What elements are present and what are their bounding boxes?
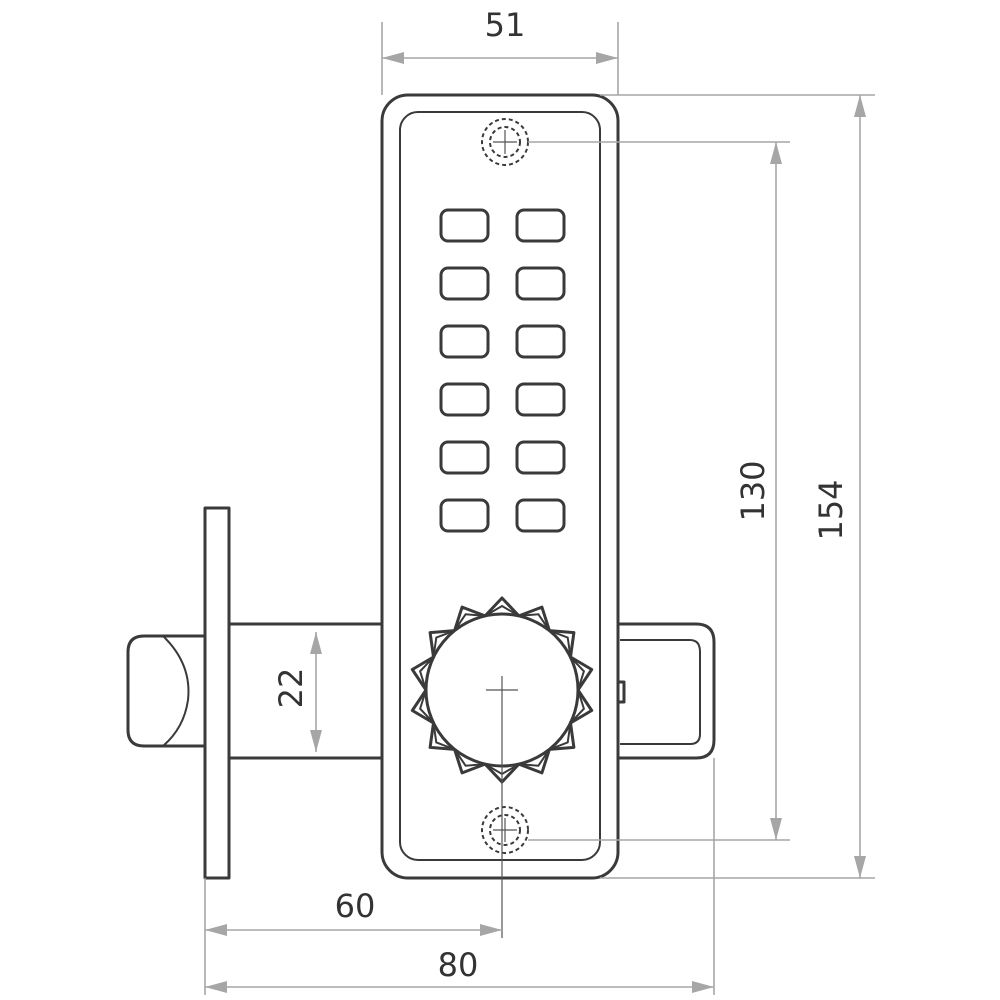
height-overall-label: 154	[812, 479, 850, 540]
latch-bolt-curve	[162, 635, 190, 747]
dimension-width: 51	[381, 6, 619, 95]
latch-tube	[226, 622, 386, 760]
keypad-button[interactable]	[439, 324, 490, 359]
keypad-button[interactable]	[439, 440, 490, 475]
keypad-button[interactable]	[515, 324, 566, 359]
keypad-button[interactable]	[515, 498, 566, 533]
bottom-screw-icon	[481, 806, 529, 854]
keypad-button[interactable]	[439, 382, 490, 417]
lock-body	[380, 93, 620, 938]
keypad-button[interactable]	[515, 382, 566, 417]
latch-bolt-tip	[126, 634, 207, 748]
latch-faceplate	[203, 506, 231, 880]
keypad-button[interactable]	[439, 208, 490, 243]
backset-label: 60	[335, 887, 376, 925]
latch-assembly	[126, 506, 716, 880]
latch-tail-inner	[620, 639, 701, 745]
keypad-button[interactable]	[439, 498, 490, 533]
dimension-bolt: 22	[272, 632, 322, 752]
dimension-backset: 60	[204, 878, 502, 995]
keypad-button[interactable]	[439, 266, 490, 301]
dimension-overall-length: 80	[205, 758, 715, 995]
dimension-height-overall: 154	[600, 94, 875, 879]
latch-tail	[610, 622, 716, 760]
keypad-button[interactable]	[515, 266, 566, 301]
bolt-label: 22	[272, 668, 310, 709]
keypad-button[interactable]	[515, 440, 566, 475]
keypad-button[interactable]	[515, 208, 566, 243]
top-screw-icon	[481, 118, 529, 166]
overall-length-label: 80	[438, 946, 479, 984]
body-inner	[399, 111, 601, 861]
keypad	[439, 208, 566, 533]
knob	[410, 596, 594, 938]
height-inner-label: 130	[734, 460, 772, 521]
dimension-height-inner: 130	[528, 141, 790, 841]
width-label: 51	[485, 6, 526, 44]
